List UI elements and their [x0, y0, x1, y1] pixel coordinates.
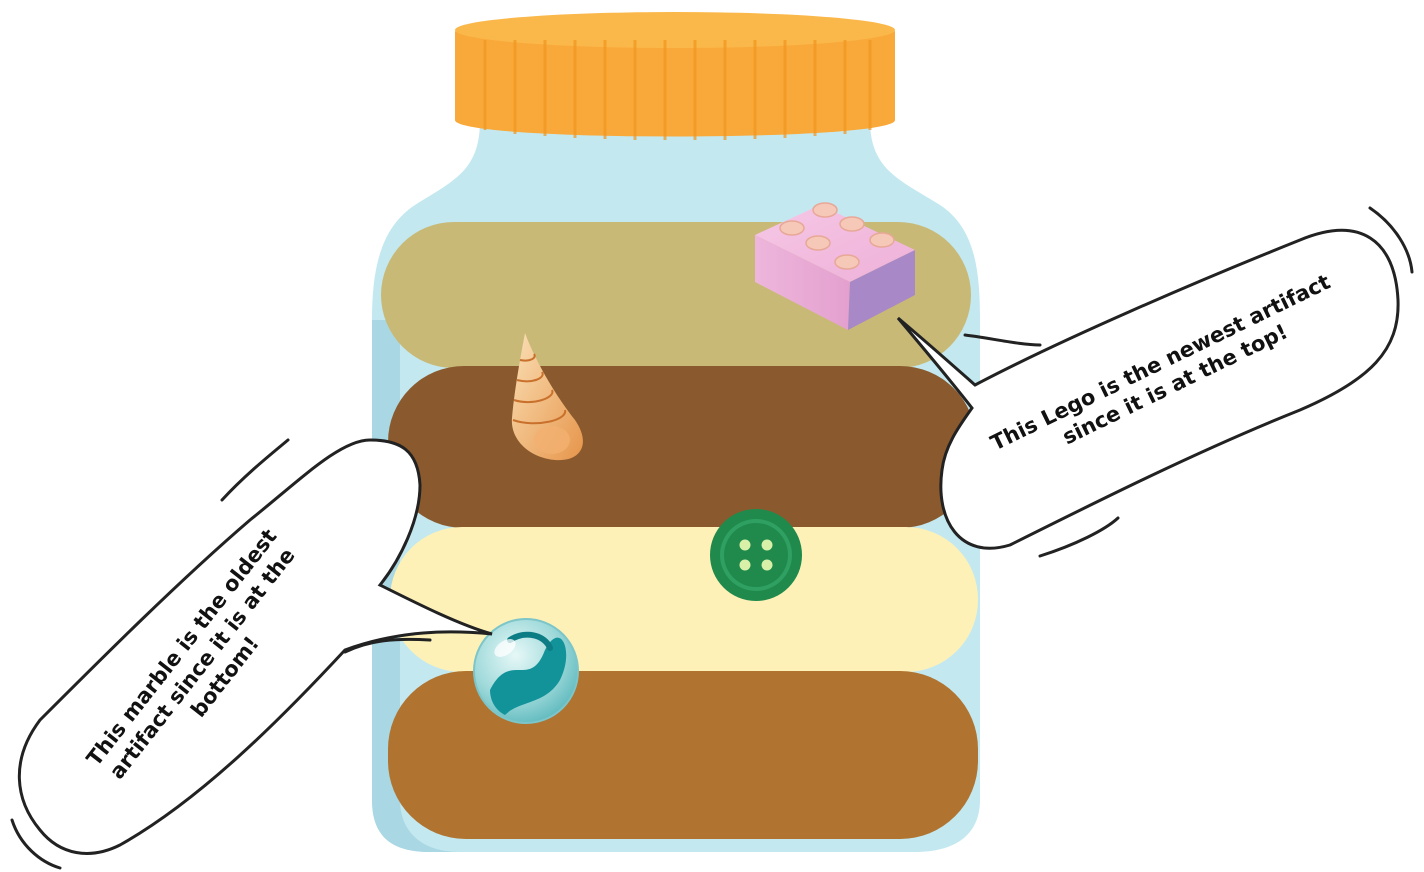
lego-brick-icon — [755, 202, 915, 330]
button-icon — [710, 509, 802, 601]
marble-icon — [473, 618, 579, 724]
layer-bottom — [388, 671, 978, 839]
layer-second — [388, 366, 976, 528]
jar-lid — [455, 12, 895, 140]
seashell-icon — [511, 333, 583, 461]
